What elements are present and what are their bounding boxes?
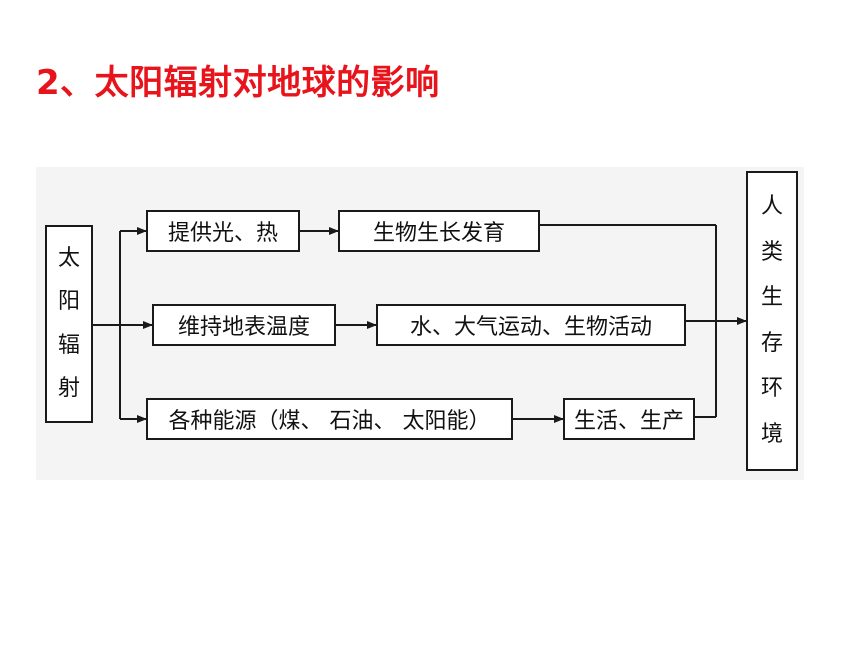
box-water-air-bio: 水、大气运动、生物活动 xyxy=(376,304,686,346)
box-light-heat: 提供光、热 xyxy=(146,210,300,252)
source-char: 射 xyxy=(57,375,80,401)
target-char: 人 xyxy=(760,194,783,220)
target-box-human-environment: 人 类 生 存 环 境 xyxy=(746,171,798,471)
box-surface-temp: 维持地表温度 xyxy=(152,304,336,346)
target-char: 境 xyxy=(760,421,783,447)
source-box-solar-radiation: 太 阳 辐 射 xyxy=(45,225,93,423)
target-char: 生 xyxy=(760,285,783,311)
target-char: 存 xyxy=(760,330,783,356)
slide-title: 2、太阳辐射对地球的影响 xyxy=(36,63,440,103)
connector-lines xyxy=(92,224,747,423)
box-life-production: 生活、生产 xyxy=(563,398,695,440)
target-char: 环 xyxy=(760,376,783,402)
target-char: 类 xyxy=(760,239,783,265)
diagram-panel: 太 阳 辐 射 提供光、热 生物生长发育 维持地表温度 水、大气运动、生物活动 … xyxy=(36,167,804,480)
source-char: 阳 xyxy=(57,289,80,315)
source-char: 辐 xyxy=(57,332,80,358)
box-growth: 生物生长发育 xyxy=(338,210,540,252)
box-energy-sources: 各种能源（煤、 石油、 太阳能） xyxy=(146,398,513,440)
source-char: 太 xyxy=(57,246,80,272)
